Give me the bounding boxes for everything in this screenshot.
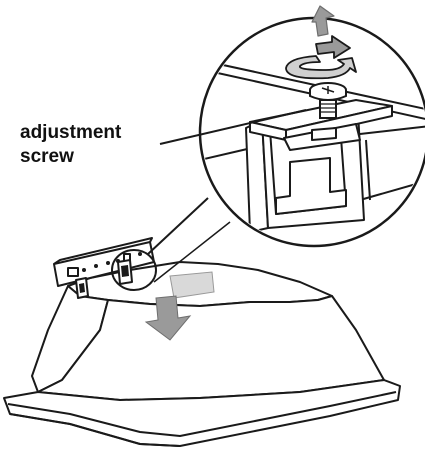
callout-label-line2: screw bbox=[20, 146, 74, 167]
connector-line-lower bbox=[153, 221, 231, 283]
hood-rim-edge bbox=[7, 391, 397, 437]
hood-front-face bbox=[37, 295, 385, 401]
detail-marker-circle bbox=[111, 249, 157, 291]
rotate-arrow-icon bbox=[285, 55, 357, 80]
magnified-detail bbox=[198, 5, 425, 248]
mounting-bracket bbox=[53, 237, 155, 299]
down-arrow-icon bbox=[144, 295, 192, 341]
callout-leader-line bbox=[159, 109, 307, 145]
up-arrow-icon bbox=[311, 5, 335, 37]
range-hood bbox=[3, 261, 401, 447]
hood-rim-bottom bbox=[9, 413, 181, 447]
callout-label-line1: adjustment bbox=[20, 122, 122, 143]
bracket-top-lip bbox=[53, 237, 153, 265]
right-arrow-icon bbox=[315, 35, 351, 59]
screw-shaft bbox=[319, 99, 337, 119]
connector-line-upper bbox=[147, 197, 209, 255]
adjustment-screw bbox=[309, 82, 347, 119]
duct-cover-outline bbox=[169, 271, 215, 299]
